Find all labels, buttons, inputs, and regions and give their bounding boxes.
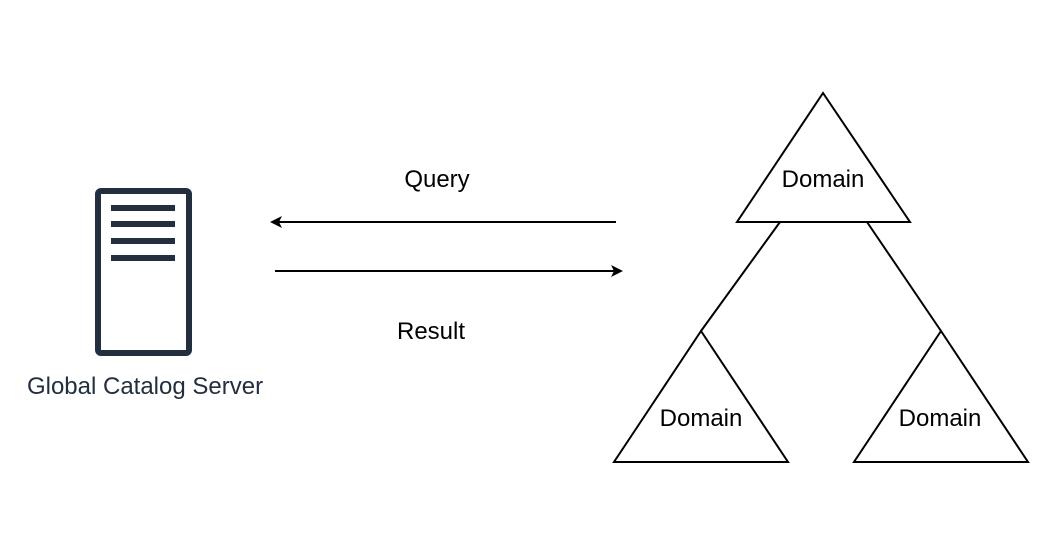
tree-link-right: [866, 221, 942, 332]
domain-root-triangle: [735, 91, 912, 223]
domain-right-label: Domain: [899, 405, 982, 432]
query-label: Query: [404, 166, 469, 193]
domain-left-label: Domain: [660, 405, 743, 432]
domain-left-triangle: [612, 329, 790, 463]
server-icon: [95, 188, 192, 356]
domain-root-label: Domain: [782, 166, 865, 193]
result-label: Result: [397, 318, 465, 345]
server-label: Global Catalog Server: [27, 373, 263, 400]
tree-link-left: [700, 221, 781, 332]
domain-right-triangle: [852, 329, 1030, 463]
